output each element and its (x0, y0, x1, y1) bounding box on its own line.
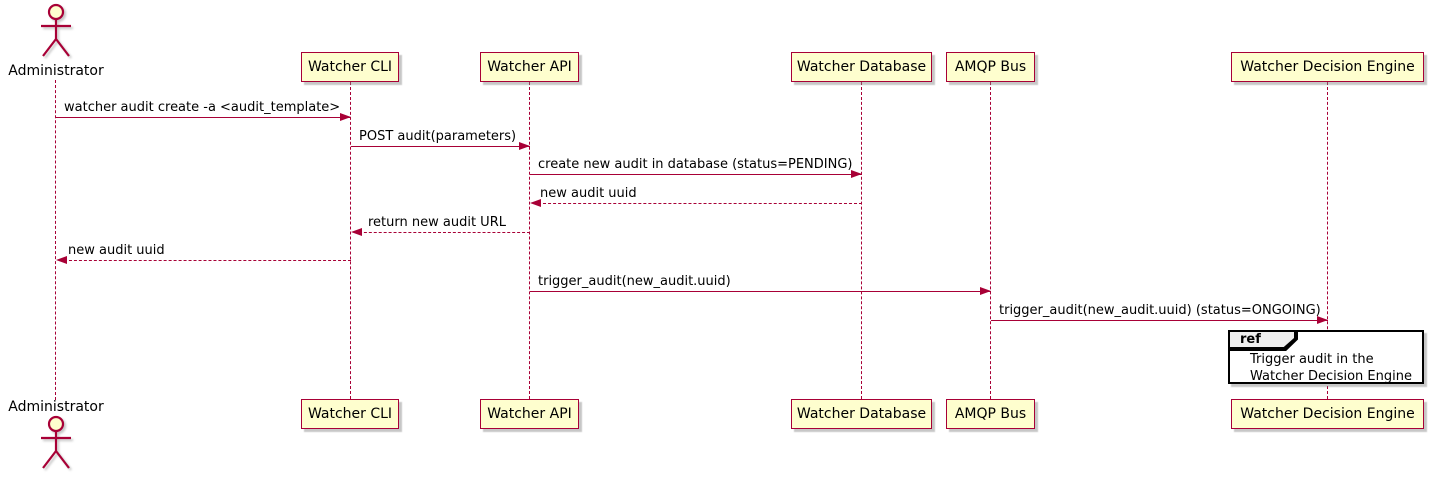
message-6-label: new audit uuid (68, 243, 165, 258)
participant-amqp-bus-top: AMQP Bus (946, 52, 1035, 82)
message-2-label: POST audit(parameters) (359, 129, 517, 144)
participant-watcher-api-bottom: Watcher API (480, 399, 579, 429)
message-3-label: create new audit in database (status=PEN… (538, 157, 853, 172)
ref-tag: ref (1228, 330, 1298, 351)
message-4-line (533, 203, 862, 204)
message-7-line (530, 291, 991, 292)
lifeline-watcher-database (861, 82, 862, 399)
message-3-line (530, 174, 862, 175)
actor-icon-top (41, 3, 71, 57)
message-4-label: new audit uuid (540, 186, 637, 201)
ref-fragment: ref Trigger audit in the Watcher Decisio… (1228, 330, 1424, 384)
actor-icon-bottom (41, 415, 71, 469)
message-1-label: watcher audit create -a <audit_template> (64, 100, 341, 115)
participant-watcher-database-bottom: Watcher Database (791, 399, 932, 429)
message-2-line (351, 146, 530, 147)
message-3-arrowhead-icon (851, 170, 862, 178)
message-6-line (59, 260, 351, 261)
participant-watcher-cli-top: Watcher CLI (301, 52, 399, 82)
message-5-label: return new audit URL (368, 215, 506, 230)
lifeline-watcher-api (529, 82, 530, 399)
ref-fragment-line: Watcher Decision Engine (1250, 369, 1412, 384)
message-7-label: trigger_audit(new_audit.uuid) (538, 274, 731, 289)
participant-watcher-cli-bottom: Watcher CLI (301, 399, 399, 429)
participant-amqp-bus-bottom: AMQP Bus (946, 399, 1035, 429)
message-7-arrowhead-icon (980, 287, 991, 295)
actor-label-top: Administrator (8, 63, 104, 79)
message-4-arrowhead-icon (530, 199, 541, 207)
message-5-line (354, 232, 530, 233)
participant-watcher-decision-engine-bottom: Watcher Decision Engine (1231, 399, 1424, 429)
participant-watcher-database-top: Watcher Database (791, 52, 932, 82)
message-2-arrowhead-icon (519, 142, 530, 150)
message-1-arrowhead-icon (340, 113, 351, 121)
message-1-line (56, 117, 351, 118)
message-8-label: trigger_audit(new_audit.uuid) (status=ON… (999, 303, 1321, 318)
lifeline-watcher-cli (350, 82, 351, 399)
ref-fragment-text: Trigger audit in the Watcher Decision En… (1250, 351, 1412, 385)
ref-tag-label: ref (1230, 332, 1294, 347)
message-8-arrowhead-icon (1317, 316, 1328, 324)
participant-watcher-api-top: Watcher API (480, 52, 579, 82)
message-8-line (991, 320, 1328, 321)
actor-label-bottom: Administrator (8, 399, 104, 415)
lifeline-administrator (55, 80, 56, 400)
message-6-arrowhead-icon (56, 256, 67, 264)
lifeline-watcher-decision-engine (1327, 82, 1328, 399)
participant-watcher-decision-engine-top: Watcher Decision Engine (1231, 52, 1424, 82)
ref-fragment-line: Trigger audit in the (1250, 352, 1374, 367)
lifeline-amqp-bus (990, 82, 991, 399)
message-5-arrowhead-icon (351, 228, 362, 236)
